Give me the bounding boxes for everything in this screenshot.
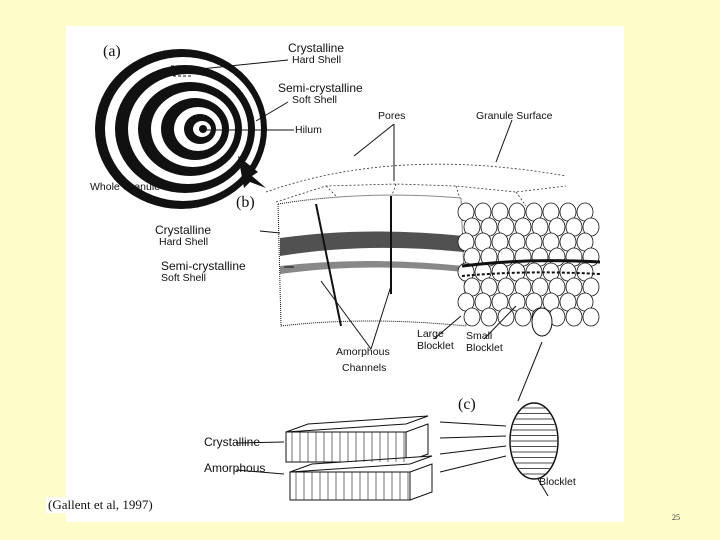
page-number: 25 — [672, 513, 680, 522]
diagram-artwork — [95, 49, 601, 501]
egg-to-lamellae-arrows — [235, 421, 507, 475]
label-crystalline-c: Crystalline — [204, 435, 261, 449]
label-crystalline-hard-shell-b: Crystalline Hard Shell — [155, 223, 212, 248]
label-crystalline-hard-shell-a: Crystalline Hard Shell — [288, 41, 345, 66]
blocklet-block — [457, 202, 601, 327]
label-hilum: Hilum — [295, 124, 322, 136]
leader-lines-a — [190, 59, 513, 181]
label-pores: Pores — [378, 110, 406, 122]
label-whole-granule: Whole Granule — [90, 181, 161, 193]
shell-cross-section — [277, 194, 467, 327]
label-small-blocklet: Small Blocklet — [466, 330, 503, 354]
leader-lines-b — [259, 230, 543, 402]
label-amorphous-channels: Amorphous Channels — [336, 346, 390, 374]
label-granule-surface: Granule Surface — [476, 110, 553, 122]
citation: (Gallent et al, 1997) — [46, 497, 155, 513]
label-semi-crystalline-soft-shell-b: Semi-crystalline Soft Shell — [161, 259, 246, 284]
label-semi-crystalline-soft-shell-a: Semi-crystalline Soft Shell — [278, 81, 363, 106]
label-large-blocklet: Large Blocklet — [417, 328, 454, 352]
label-amorphous-c: Amorphous — [204, 461, 266, 475]
lamellae-blocks — [285, 415, 433, 501]
blocklet-egg — [509, 307, 559, 497]
whole-granule-rings — [95, 49, 267, 209]
panel-label-a: (a) — [103, 43, 121, 60]
zoom-arrow — [238, 156, 266, 188]
starch-granule-diagram: (a) (b) (c) Crystalline Hard Shell Semi-… — [66, 26, 624, 522]
panel-label-c: (c) — [458, 396, 476, 413]
panel-label-b: (b) — [236, 194, 255, 211]
label-blocklet: Blocklet — [539, 476, 576, 488]
